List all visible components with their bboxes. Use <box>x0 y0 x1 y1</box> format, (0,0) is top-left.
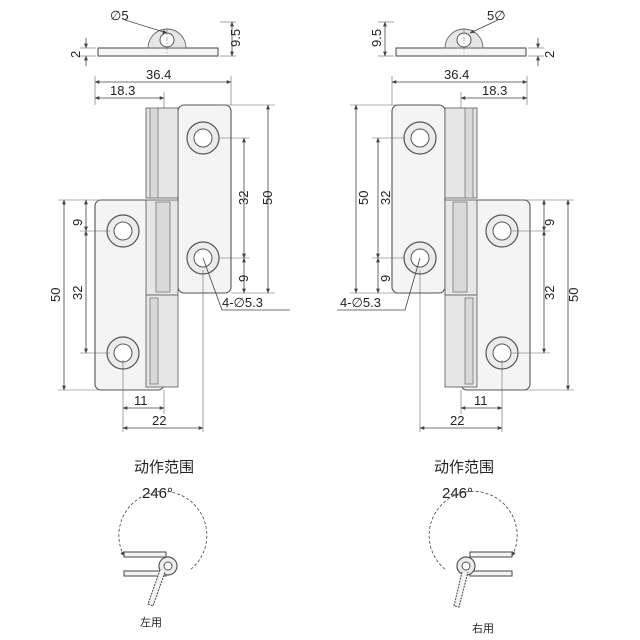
left-usage: 左用 <box>140 616 162 629</box>
left-bottom-22: 22 <box>152 413 166 428</box>
left-motion-diagram <box>118 490 208 607</box>
right-motion-diagram <box>428 490 518 608</box>
right-top-view: 5∅ 9.5 2 <box>369 8 557 66</box>
right-offset-top: 9 <box>542 219 557 226</box>
left-height-a: 50 <box>260 191 275 205</box>
right-holes-callout: 4-∅5.3 <box>340 295 381 310</box>
right-hole-top-left <box>403 121 437 155</box>
left-motion-angle: 246° <box>142 485 173 502</box>
right-width-half: 18.3 <box>482 83 507 98</box>
right-motion-title: 动作范围 <box>434 459 494 476</box>
left-motion-title: 动作范围 <box>134 459 194 476</box>
left-holes-callout: 4-∅5.3 <box>222 295 263 310</box>
right-hole-mid-right <box>485 214 519 248</box>
right-height-b: 50 <box>566 288 581 302</box>
left-hole-spacing-a: 32 <box>236 191 251 205</box>
right-height-a: 50 <box>356 191 371 205</box>
left-hole-mid-left <box>106 214 140 248</box>
left-hinge: ∅5 9.5 2 36.4 18.3 <box>48 8 290 629</box>
right-bottom-11: 11 <box>474 393 488 408</box>
right-hole-bottom-right <box>485 336 519 370</box>
right-bottom-22: 22 <box>450 413 464 428</box>
left-hole-top-right <box>186 121 220 155</box>
right-pin-dia-label: 5∅ <box>487 8 506 23</box>
left-pin-dia-label: ∅5 <box>110 8 129 23</box>
left-upper-leaf <box>177 104 232 294</box>
left-thickness-label: 2 <box>68 51 83 58</box>
right-upper-leaf <box>391 104 446 294</box>
left-top-view: ∅5 9.5 2 <box>68 8 243 66</box>
right-width-overall: 36.4 <box>444 67 469 82</box>
left-offset-top: 9 <box>70 219 85 226</box>
left-width-half: 18.3 <box>110 83 135 98</box>
right-motion-angle: 246° <box>442 485 473 502</box>
left-hole-spacing-b: 32 <box>70 286 85 300</box>
left-bottom-11: 11 <box>134 393 148 408</box>
left-height-label: 9.5 <box>228 29 243 47</box>
right-hole-spacing-b: 32 <box>542 286 557 300</box>
right-hinge: 5∅ 9.5 2 36.4 18.3 <box>337 8 581 635</box>
left-width-overall: 36.4 <box>146 67 171 82</box>
left-height-b: 50 <box>48 288 63 302</box>
right-thickness-label: 2 <box>542 51 557 58</box>
right-height-label: 9.5 <box>369 29 384 47</box>
left-offset-bottom: 9 <box>236 275 251 282</box>
right-offset-bottom: 9 <box>378 275 393 282</box>
right-usage: 右用 <box>472 621 494 635</box>
right-hole-spacing-a: 32 <box>378 191 393 205</box>
